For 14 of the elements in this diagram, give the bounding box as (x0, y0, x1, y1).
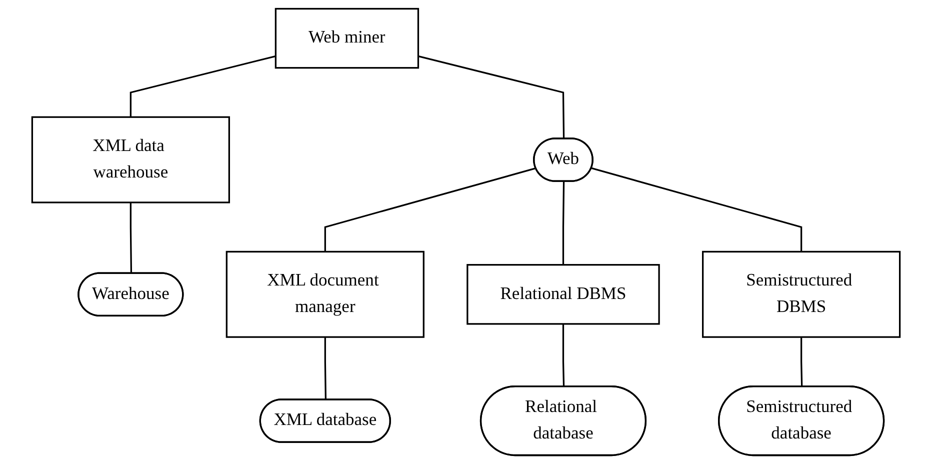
connector (800, 337, 803, 387)
connector (324, 337, 327, 400)
connector (562, 182, 565, 265)
connector (418, 55, 565, 139)
node-box: Relational DBMS (466, 264, 660, 325)
node-box: Web miner (274, 8, 420, 69)
connector (562, 324, 565, 387)
node-box: XML data warehouse (31, 116, 230, 204)
connector (324, 167, 536, 252)
node-box: XML document manager (226, 250, 424, 338)
node-box: Semistructured DBMS (702, 250, 901, 338)
connector (591, 167, 802, 252)
connector (130, 202, 132, 274)
connector (130, 55, 276, 118)
